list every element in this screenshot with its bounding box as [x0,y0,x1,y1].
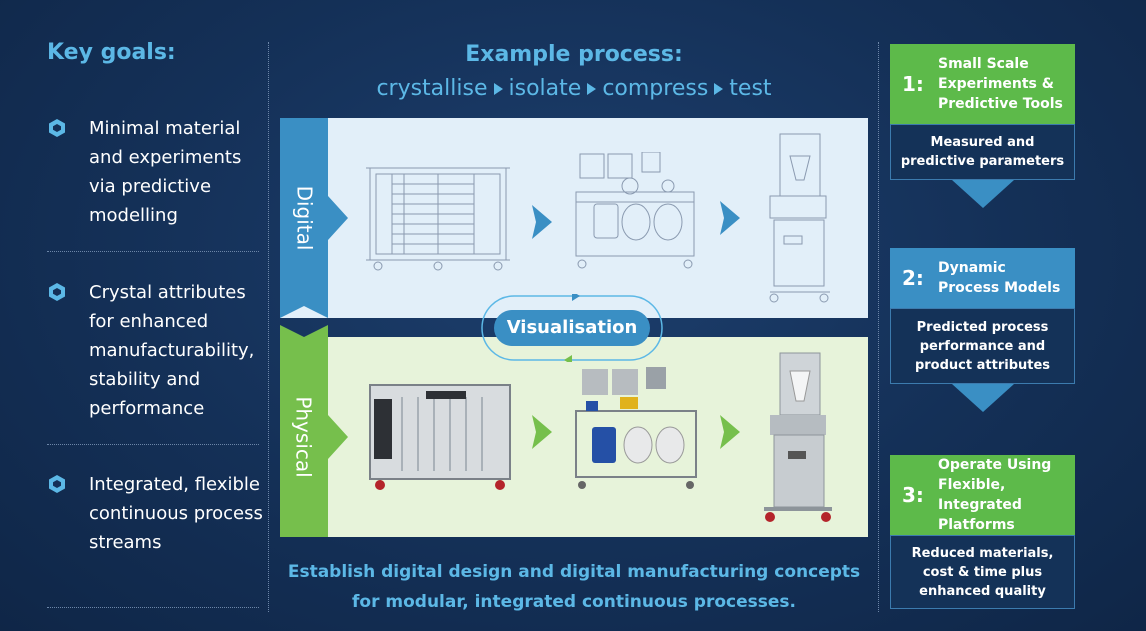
process-steps: crystallise isolate compress test [280,76,868,101]
physical-tab [280,325,348,537]
stage-title: Dynamic Process Models [938,260,1061,296]
key-goals-column: Key goals: Minimal material and experime… [0,0,268,631]
stage-2-body: Predicted process performance and produc… [890,308,1075,384]
column-separator [878,42,879,612]
stage-title: Operate Using Flexible, Integrated Platf… [938,457,1052,533]
arrow-right-icon [720,415,740,449]
arrow-right-icon [720,201,740,235]
digital-panel: Digital [280,118,868,318]
tablet-press-photo-image [764,352,832,522]
divider [47,444,259,445]
down-arrow-icon [952,384,1014,412]
visualisation-badge: Visualisation [494,310,650,346]
goal-text: Integrated, flexible continuous process … [89,474,263,553]
digital-label: Digital [292,185,316,251]
divider [47,607,259,608]
step-label: test [729,76,772,101]
visualisation-loop [481,294,663,362]
hexagon-icon [49,119,65,137]
goal-text: Minimal material and experiments via pre… [89,118,242,226]
example-process-title: Example process: [465,42,683,67]
hexagon-icon [49,283,65,301]
digital-tab-notch [280,118,348,318]
key-goals-title: Key goals: [47,40,176,65]
stage-3-body: Reduced materials, cost & time plus enha… [890,535,1075,609]
down-arrow-icon [952,180,1014,208]
physical-label-wrap: Physical [280,337,328,537]
stage-2-header: 2: Dynamic Process Models [890,248,1075,308]
step-label: isolate [508,76,582,101]
step-label: compress [602,76,709,101]
stage-title: Small Scale Experiments & Predictive Too… [938,56,1063,112]
step-label: crystallise [376,76,488,101]
physical-label: Physical [292,396,317,478]
physical-panel: Physical [280,325,868,537]
stage-number: 2: [902,266,924,290]
stage-1-header: 1: Small Scale Experiments & Predictive … [890,44,1075,124]
step-arrow-icon [493,83,503,95]
isolator-wireframe-image [575,152,695,269]
tablet-press-wireframe-image [769,133,830,303]
goal-text: Crystal attributes for enhanced manufact… [89,282,255,419]
hexagon-icon [49,475,65,493]
stage-number: 1: [902,72,924,96]
crystalliser-photo-image [369,384,511,490]
digital-label-wrap: Digital [280,118,328,318]
step-arrow-icon [714,83,724,95]
stage-number: 3: [902,483,924,507]
crystalliser-wireframe-image [366,167,510,271]
step-arrow-icon [587,83,597,95]
process-summary: Establish digital design and digital man… [287,562,861,612]
column-separator [268,42,269,612]
arrow-right-icon [532,415,552,449]
stage-1-body: Measured and predictive parameters [890,124,1075,180]
arrow-right-icon [532,205,552,239]
stage-3-header: 3: Operate Using Flexible, Integrated Pl… [890,455,1075,535]
isolator-photo-image [575,367,697,489]
divider [47,251,259,252]
